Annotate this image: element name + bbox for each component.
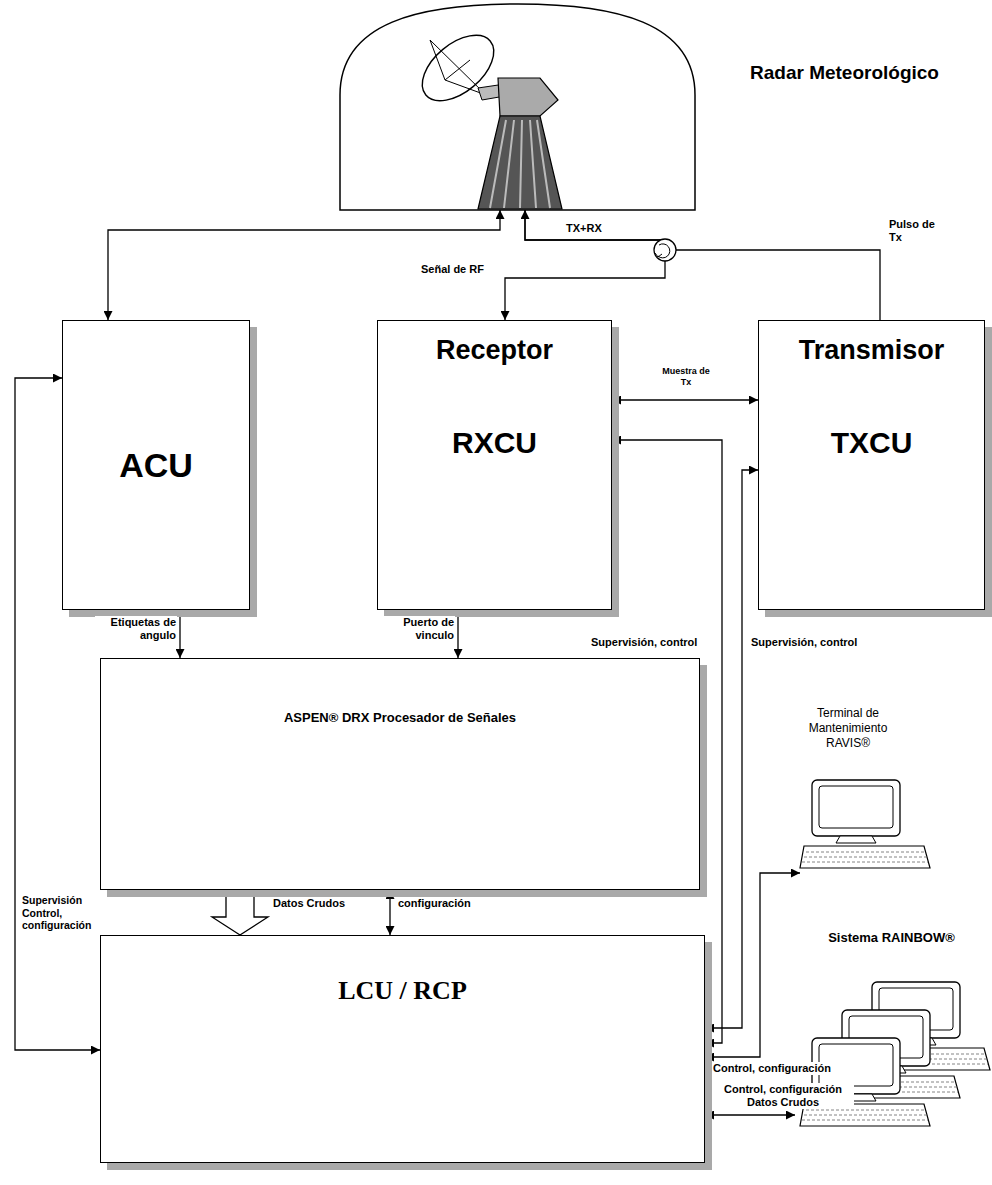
signal-label: TX+RX — [565, 222, 603, 235]
connector-label: Etiquetas de angulo — [95, 616, 177, 642]
connector — [505, 210, 665, 320]
connector-label: Señal de RF — [420, 263, 485, 276]
connector-label: Supervisión, control — [590, 636, 698, 649]
node-text: Terminal de Mantenimiento RAVIS® — [800, 706, 896, 751]
node-text: LCU / RCP — [338, 976, 467, 1006]
node-text: ASPEN® DRX Procesador de Señales — [275, 709, 525, 727]
connector — [179, 610, 180, 658]
connector — [525, 210, 880, 320]
connector — [705, 873, 800, 1057]
connector-label: Datos Crudos — [272, 897, 346, 910]
maintenance-terminal — [800, 780, 930, 868]
maintenance-terminal: Terminal de Mantenimiento RAVIS® — [800, 706, 950, 896]
node-text: Radar Meteorológico — [750, 62, 939, 84]
receiver-unit: ReceptorRXCU — [377, 320, 612, 610]
connector — [389, 890, 390, 935]
connector — [108, 210, 500, 320]
connector-label: configuración — [397, 897, 472, 910]
transmitter-unit: TransmisorTXCU — [758, 320, 985, 610]
node-text: RXCU — [452, 426, 537, 460]
rainbow-system: Sistema RAINBOW® — [795, 930, 988, 1150]
connector — [705, 1114, 795, 1115]
node-text: Receptor — [436, 335, 553, 366]
connector-label: Control, configuración Datos Crudos — [712, 1083, 854, 1109]
radar-housing: Radar Meteorológico — [335, 2, 947, 210]
local-control-unit: LCU / RCP — [100, 935, 705, 1163]
data-flow-arrow — [212, 890, 268, 935]
node-text: Transmisor — [799, 335, 945, 366]
antenna-pedestal — [478, 78, 562, 209]
radome — [340, 4, 695, 210]
node-text: TXCU — [831, 426, 913, 460]
circulator — [654, 239, 676, 261]
connector — [457, 610, 458, 658]
node-text: ACU — [119, 446, 193, 485]
connector-label: Control, configuración — [712, 1062, 832, 1075]
connector-label: Supervisión, control — [750, 636, 858, 649]
control-unit: ACU — [62, 320, 250, 610]
connector-label: Supervisión Control, configuración — [21, 894, 101, 932]
node-text: Sistema RAINBOW® — [795, 930, 988, 945]
connector-label: Muestra de Tx — [655, 366, 717, 388]
antenna-dish — [410, 23, 505, 114]
signal-processor: ASPEN® DRX Procesador de Señales — [100, 658, 700, 890]
connector-label: Puerto de vinculo — [383, 616, 455, 642]
connector — [705, 470, 758, 1028]
connector-label: Pulso de Tx — [888, 218, 950, 244]
connector — [612, 399, 758, 400]
